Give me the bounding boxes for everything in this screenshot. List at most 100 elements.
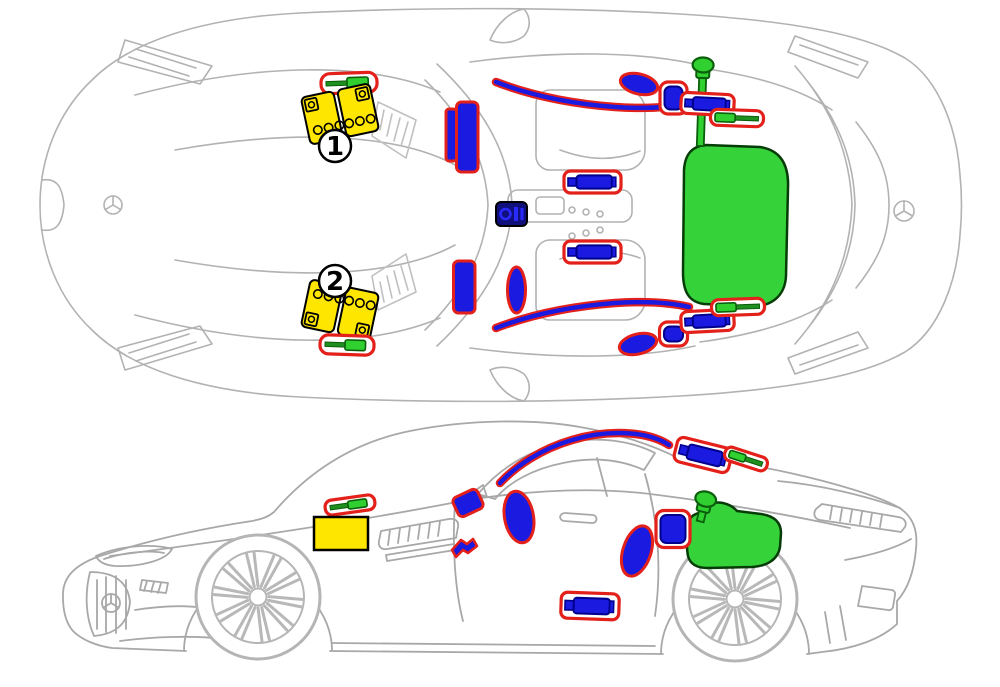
wheel-spoke bbox=[260, 605, 272, 642]
fuel-filler-side bbox=[694, 490, 718, 524]
door-airbag-side-shape bbox=[502, 489, 536, 545]
label-battery-1-text: 1 bbox=[326, 132, 344, 162]
top-center-console bbox=[507, 189, 633, 223]
airbag-control-unit bbox=[495, 201, 528, 227]
rear-hub bbox=[725, 589, 745, 609]
top-view-overlays: 12 bbox=[300, 56, 790, 357]
battery-vent-cap bbox=[365, 113, 376, 124]
cylinder-tip bbox=[567, 247, 578, 257]
front-hub bbox=[248, 587, 268, 607]
side-headlight bbox=[95, 545, 173, 567]
top-side-mirrors bbox=[489, 8, 531, 402]
battery-vent-cap bbox=[334, 120, 345, 131]
cylinder-body bbox=[575, 244, 613, 260]
side-view bbox=[62, 420, 918, 663]
wheel-spoke bbox=[698, 569, 728, 595]
cylinder-cap bbox=[608, 600, 615, 614]
tailgate-gas-strut-left bbox=[708, 107, 766, 129]
battery-vent-cap bbox=[344, 118, 355, 129]
rear-star-icon bbox=[894, 200, 914, 217]
console-button bbox=[596, 226, 604, 234]
filler-cap bbox=[694, 490, 718, 508]
wheel-spoke bbox=[266, 577, 301, 596]
wheel-spoke bbox=[266, 598, 304, 609]
battery-terminal bbox=[354, 86, 371, 102]
wheel-spoke bbox=[742, 573, 775, 594]
wheel-spoke bbox=[244, 552, 256, 589]
cylinder-tip bbox=[564, 599, 575, 611]
door-airbag-side bbox=[502, 489, 536, 545]
door-module-left-shape bbox=[455, 100, 480, 174]
bpillar-inflator-left bbox=[618, 71, 660, 97]
wheel-spoke bbox=[737, 607, 749, 644]
filler-cap bbox=[691, 56, 715, 74]
srs-glyph-bar bbox=[514, 207, 518, 221]
top-rear-window bbox=[794, 65, 856, 345]
wheel-spoke bbox=[256, 606, 264, 644]
cylinder-tip bbox=[567, 177, 578, 187]
battery-terminal-post bbox=[358, 90, 367, 98]
strut-body bbox=[715, 302, 738, 313]
wheel-spoke bbox=[265, 571, 298, 592]
wheel-spoke bbox=[226, 561, 253, 590]
wheel-spoke bbox=[692, 600, 727, 619]
grille-star-icon bbox=[102, 593, 120, 609]
top-seats bbox=[535, 89, 646, 321]
hood-gas-strut-right bbox=[318, 333, 376, 357]
wheel-spoke bbox=[221, 567, 251, 593]
door-module-side bbox=[451, 487, 485, 519]
door-module-left-inner bbox=[444, 107, 458, 163]
tailgate-gas-strut-right bbox=[709, 296, 767, 318]
battery-side bbox=[312, 515, 370, 552]
curtain-airbag-roofline-core bbox=[497, 430, 672, 486]
console-button bbox=[568, 232, 576, 240]
battery-vent-cap bbox=[354, 297, 365, 308]
battery-terminal bbox=[303, 311, 320, 328]
label-battery-2-circle bbox=[317, 263, 353, 299]
wheel-spoke bbox=[703, 563, 730, 592]
battery-2 bbox=[300, 279, 380, 341]
wheel-spoke bbox=[259, 553, 276, 588]
door-module-side-shape bbox=[451, 487, 485, 519]
door-latch-marker-shape bbox=[450, 537, 479, 559]
retractor-body bbox=[659, 514, 687, 544]
wheel-spoke bbox=[218, 602, 251, 623]
curtain-airbag-roofline bbox=[495, 428, 674, 488]
side-rear-details bbox=[777, 480, 912, 644]
wheel-spoke bbox=[695, 604, 728, 625]
side-silhouette bbox=[62, 420, 918, 655]
srs-connector-ring bbox=[499, 207, 512, 221]
console-button bbox=[596, 210, 604, 218]
wheel-spoke bbox=[688, 595, 726, 601]
strut-body bbox=[346, 498, 368, 510]
belt-retractor-side bbox=[654, 508, 692, 550]
battery-terminal-post bbox=[358, 326, 367, 334]
battery-terminal-post bbox=[307, 100, 316, 109]
door-module-left bbox=[455, 100, 480, 174]
front-rim bbox=[211, 550, 305, 644]
wheel-spoke bbox=[743, 600, 781, 611]
srs-glyph-bar bbox=[520, 208, 524, 220]
side-fender-vent bbox=[377, 517, 460, 562]
wheel-spoke bbox=[262, 556, 283, 590]
wheel-spoke bbox=[233, 604, 254, 638]
door-airbag-right-shape bbox=[506, 265, 527, 315]
battery-terminal-post bbox=[307, 315, 316, 324]
console-button bbox=[568, 206, 576, 214]
top-rear-deck bbox=[699, 67, 890, 343]
bpillar-inflator-right bbox=[617, 331, 659, 357]
hood-gas-strut-side bbox=[323, 493, 377, 517]
cylinder-cap bbox=[611, 176, 617, 188]
bpillar-inflator-left-shape bbox=[618, 71, 660, 97]
top-view-car-outline bbox=[39, 7, 963, 403]
top-fender-vents bbox=[371, 101, 417, 311]
top-cabin-edges bbox=[469, 53, 696, 357]
wheel-spoke bbox=[733, 608, 741, 646]
wheel-spoke bbox=[742, 603, 772, 629]
battery-vent-cap bbox=[365, 300, 376, 311]
front-wheel bbox=[194, 533, 322, 661]
wheel-spoke bbox=[740, 606, 767, 635]
door-module-right bbox=[452, 259, 477, 315]
label-battery-1: 1 bbox=[317, 128, 353, 164]
